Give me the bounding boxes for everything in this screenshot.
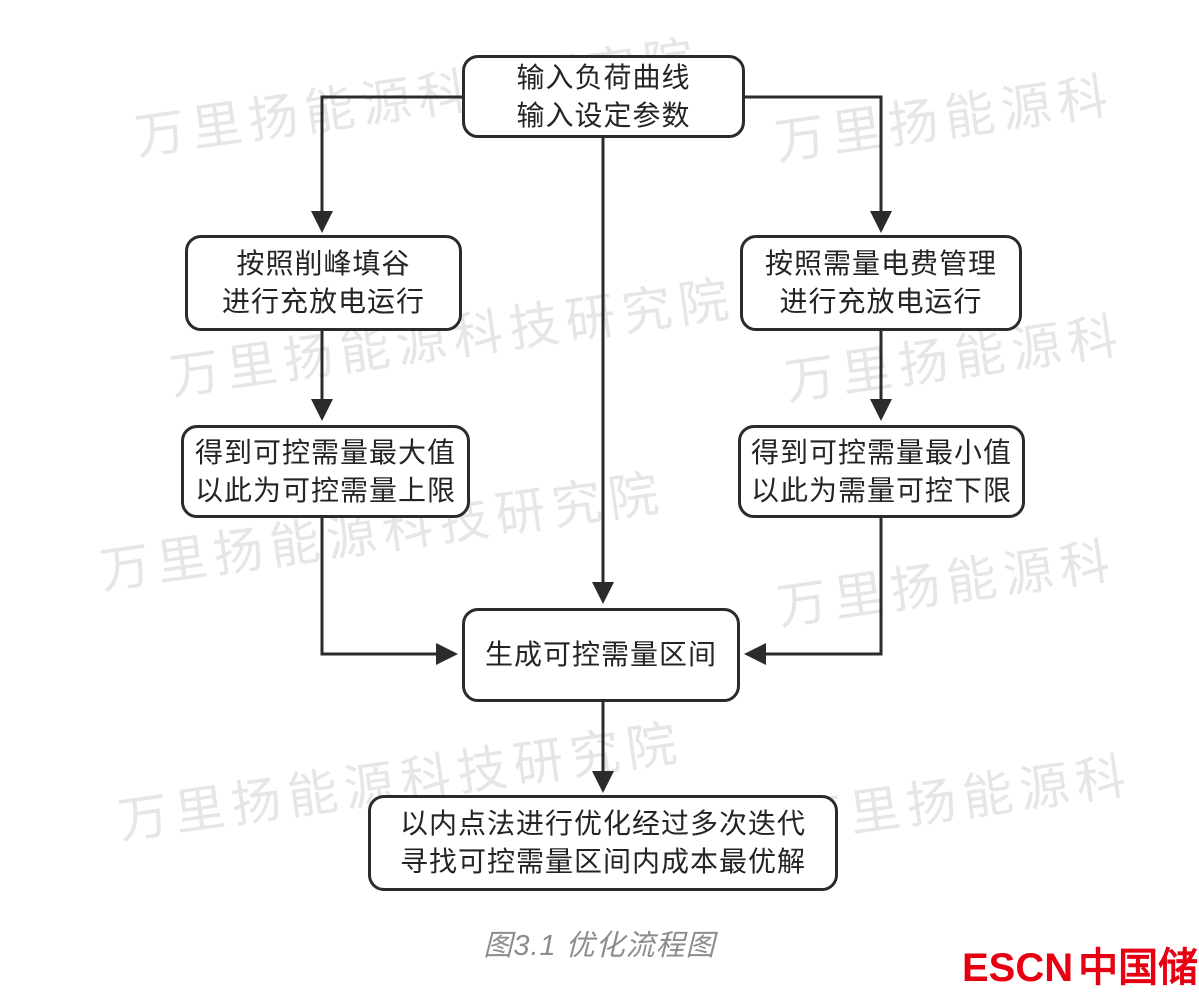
flow-node-interior-point-optimization: 以内点法进行优化经过多次迭代 寻找可控需量区间内成本最优解 [368,795,838,891]
arrowhead-down-icon [592,771,614,793]
arrowhead-down-icon [592,582,614,604]
flow-node-peak-shaving: 按照削峰填谷 进行充放电运行 [185,235,462,331]
arrowhead-left-icon [744,643,766,665]
escn-logo-latin: ESCN [962,946,1074,990]
flow-node-line: 输入负荷曲线 [516,61,691,93]
flow-node-line: 以此为需量可控下限 [750,474,1012,506]
flow-node-demand-interval: 生成可控需量区间 [462,608,740,702]
arrow-line [320,518,436,656]
flow-node-line: 进行充放电运行 [221,286,425,317]
arrow-line [745,95,883,224]
flow-node-demand-charge: 按照需量电费管理 进行充放电运行 [740,235,1022,331]
flow-node-line: 以内点法进行优化经过多次迭代 [399,808,806,839]
flow-node-line: 得到可控需量最小值 [750,436,1012,468]
flow-node-line: 输入设定参数 [516,99,691,131]
flow-node-line: 生成可控需量区间 [484,639,717,670]
flow-node-line: 寻找可控需量区间内成本最优解 [399,846,806,877]
arrow-line [766,518,883,656]
arrowhead-down-icon [870,211,892,233]
flow-node-demand-min: 得到可控需量最小值 以此为需量可控下限 [738,425,1025,518]
flow-node-line: 按照削峰填谷 [236,248,411,279]
flow-node-input-params: 输入负荷曲线 输入设定参数 [462,55,745,138]
arrowhead-right-icon [436,643,458,665]
escn-logo-chinese: 中国储能网 [1078,946,1199,990]
flow-node-line: 得到可控需量最大值 [194,436,456,468]
figure-caption: 图3.1 优化流程图 [483,930,716,962]
arrowhead-down-icon [311,399,333,421]
arrow-line [320,95,462,224]
escn-logo: ESCN中国储能网 [962,946,1199,990]
flow-node-line: 以此为可控需量上限 [194,474,456,506]
flow-node-demand-max: 得到可控需量最大值 以此为可控需量上限 [181,425,470,518]
flow-node-line: 按照需量电费管理 [764,248,997,279]
arrowhead-down-icon [870,399,892,421]
arrowhead-down-icon [311,211,333,233]
flow-node-line: 进行充放电运行 [779,286,983,317]
